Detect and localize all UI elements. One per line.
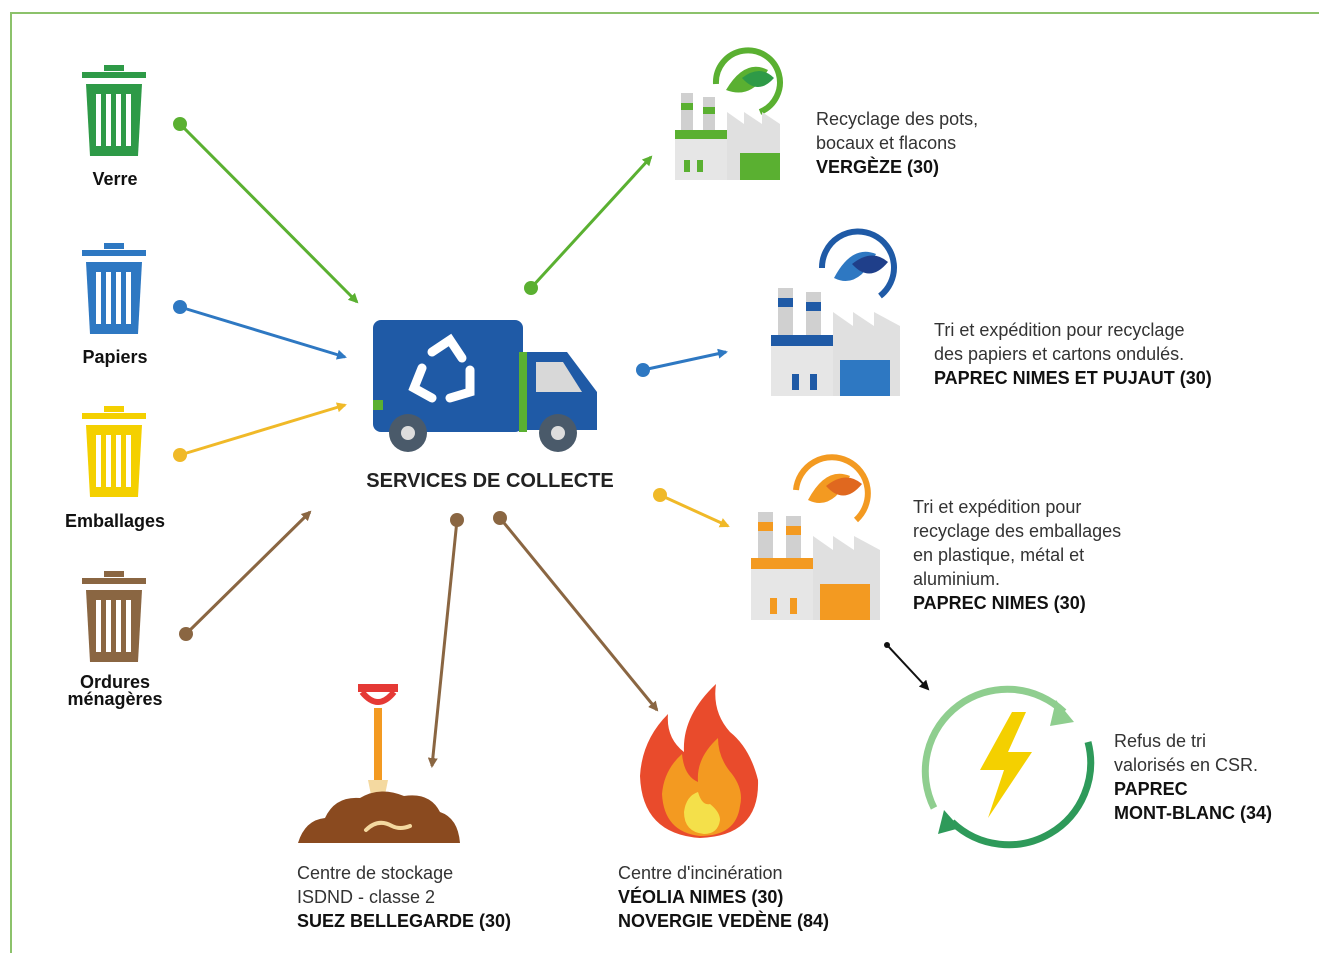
dest-line: Tri et expédition pour (913, 497, 1082, 517)
dest-name: VERGÈZE (30) (816, 157, 940, 177)
arrow-ordures-to-hub (179, 510, 312, 641)
arrow-hub-to-vergeze (524, 155, 653, 295)
dest-line: des papiers et cartons ondulés. (934, 344, 1185, 364)
dest-incineration-text: Centre d'incinération VÉOLIA NIMES (30) … (618, 861, 829, 933)
dest-line: Centre d'incinération (618, 863, 783, 883)
bin-ordures-icon (82, 571, 146, 662)
dest-name: PAPREC NIMES ET PUJAUT (30) (934, 368, 1212, 388)
frame-left-border (10, 12, 12, 953)
bin-verre-icon (82, 65, 146, 156)
recycle-icon (408, 333, 475, 403)
dest-line: Refus de tri (1114, 731, 1207, 751)
dest-name: NOVERGIE VEDÈNE (84) (618, 911, 830, 931)
dest-line: aluminium. (913, 569, 1001, 589)
arrow-hub-to-paprec-papiers (636, 348, 728, 377)
factory-paprec-emballages-icon (751, 454, 880, 620)
dest-line: valorisés en CSR. (1114, 755, 1259, 775)
fire-icon (640, 684, 759, 838)
dest-line: recyclage des emballages (913, 521, 1122, 541)
arrow-verre-to-hub (173, 117, 359, 304)
arrow-hub-to-incineration (493, 511, 659, 712)
frame-top-border (10, 12, 1319, 14)
arrow-emballages-to-csr (884, 642, 930, 691)
arrow-papiers-to-hub (173, 300, 347, 360)
dest-stockage-text: Centre de stockage ISDND - classe 2 SUEZ… (297, 861, 511, 933)
dest-line: bocaux et flacons (816, 133, 957, 153)
dest-name: PAPREC (1114, 779, 1188, 799)
bin-label-verre: Verre (92, 169, 138, 189)
bin-label-emballages: Emballages (64, 511, 166, 531)
hub-label: SERVICES DE COLLECTE (366, 470, 614, 492)
dest-line: Centre de stockage (297, 863, 454, 883)
dest-name: MONT-BLANC (34) (1114, 803, 1272, 823)
dest-line: Tri et expédition pour recyclage (934, 320, 1185, 340)
dest-line: ISDND - classe 2 (297, 887, 436, 907)
bin-label-papiers: Papiers (82, 347, 148, 367)
factory-paprec-papiers-icon (771, 228, 900, 396)
dest-paprec-emballages-text: Tri et expédition pour recyclage des emb… (913, 495, 1121, 615)
dest-paprec-papiers-text: Tri et expédition pour recyclage des pap… (934, 318, 1212, 390)
landfill-shovel-icon (298, 684, 460, 843)
arrow-emballages-to-hub (173, 402, 347, 462)
dest-line: en plastique, métal et (913, 545, 1085, 565)
dest-csr-text: Refus de tri valorisés en CSR. PAPREC MO… (1114, 729, 1272, 825)
bin-papiers-icon (82, 243, 146, 334)
arrow-hub-to-paprec-emballages (653, 488, 730, 528)
factory-vergeze-icon (675, 47, 783, 180)
energy-cycle-icon (921, 685, 1095, 849)
dest-name: PAPREC NIMES (30) (913, 593, 1086, 613)
dest-name: SUEZ BELLEGARDE (30) (297, 911, 512, 931)
bin-emballages-icon (82, 406, 146, 497)
truck-icon (373, 320, 597, 452)
arrow-hub-to-stockage (427, 513, 464, 768)
bin-label-ordures: Ordures ménagères (67, 672, 163, 709)
dest-line: Recyclage des pots, (816, 109, 979, 129)
dest-vergeze-text: Recyclage des pots, bocaux et flacons VE… (816, 107, 978, 179)
dest-name: VÉOLIA NIMES (30) (618, 887, 784, 907)
